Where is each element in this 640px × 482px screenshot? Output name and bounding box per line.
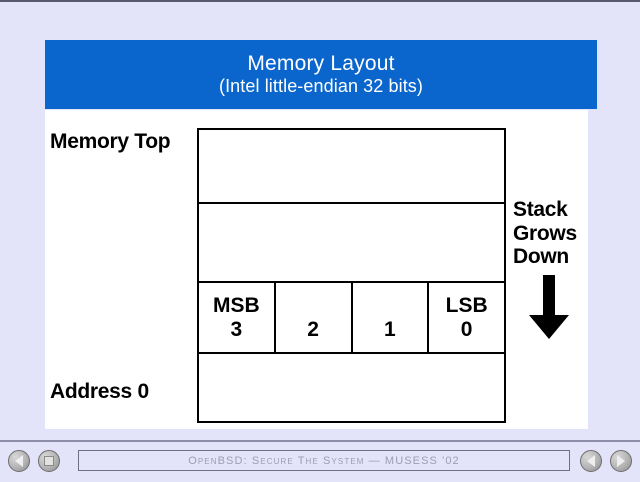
previous-slide-button[interactable] xyxy=(580,450,602,472)
triangle-right-icon xyxy=(617,455,625,467)
down-arrow-icon xyxy=(529,275,569,340)
slide-title-line-2: (Intel little-endian 32 bits) xyxy=(218,76,423,97)
status-text: OpenBSD: Secure The System — MUSESS '02 xyxy=(188,454,460,467)
byte-cell-3-tag: MSB xyxy=(213,293,260,317)
slide-title-banner: Memory Layout (Intel little-endian 32 bi… xyxy=(45,40,597,109)
window-top-border xyxy=(0,0,640,2)
memory-top-label: Memory Top xyxy=(50,130,171,153)
byte-cell-2-number: 2 xyxy=(307,317,319,341)
square-icon xyxy=(44,456,54,466)
triangle-left-icon xyxy=(15,455,23,467)
next-slide-button[interactable] xyxy=(610,450,632,472)
byte-cell-3-number: 3 xyxy=(230,317,243,341)
memory-row-bytes: MSB 3 2 1 LSB 0 xyxy=(199,283,504,354)
memory-row-lower-blank xyxy=(199,354,504,421)
byte-cell-2: 2 xyxy=(276,283,353,352)
slide-title-line-1: Memory Layout xyxy=(247,51,395,75)
byte-cell-1: 1 xyxy=(353,283,430,352)
memory-layout-table: MSB 3 2 1 LSB 0 xyxy=(197,128,506,423)
slide-viewport: Memory Layout (Intel little-endian 32 bi… xyxy=(0,2,640,440)
memory-row-upper-blank xyxy=(199,130,504,204)
triangle-left-icon xyxy=(587,455,595,467)
byte-cell-0-number: 0 xyxy=(460,317,473,341)
byte-cell-1-number: 1 xyxy=(384,317,396,341)
stop-button[interactable] xyxy=(38,450,60,472)
presentation-toolbar: OpenBSD: Secure The System — MUSESS '02 xyxy=(0,440,640,482)
byte-cell-3: MSB 3 xyxy=(199,283,276,352)
byte-cell-0: LSB 0 xyxy=(429,283,504,352)
first-slide-button[interactable] xyxy=(8,450,30,472)
address-zero-label: Address 0 xyxy=(50,380,149,403)
stack-note-line-3: Down xyxy=(513,245,569,269)
slide-content-area: Memory Top Address 0 MSB 3 2 1 LS xyxy=(45,110,588,429)
stack-note-line-1: Stack xyxy=(513,198,568,221)
status-bar: OpenBSD: Secure The System — MUSESS '02 xyxy=(78,450,570,471)
stack-growth-annotation: Stack Grows Down xyxy=(513,198,588,341)
memory-row-middle-blank xyxy=(199,204,504,283)
stack-note-line-2: Grows xyxy=(513,221,577,245)
byte-cell-0-tag: LSB xyxy=(445,293,488,317)
